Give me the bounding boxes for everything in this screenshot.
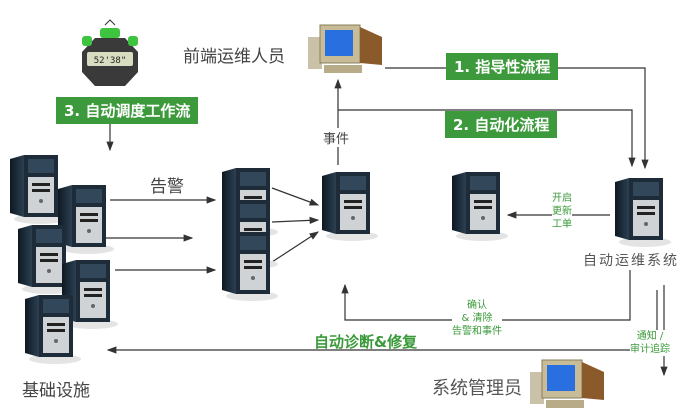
arrow-to-center-1 bbox=[271, 187, 320, 206]
guided-flow-badge: 1. 指导性流程 bbox=[446, 53, 559, 80]
note-line: & 清除 bbox=[461, 313, 493, 324]
arrow-automated-flow bbox=[338, 109, 636, 168]
server-icon bbox=[222, 232, 278, 301]
computer-icon bbox=[308, 24, 382, 73]
arrow-to-center-3 bbox=[271, 231, 320, 263]
event-label: 事件 bbox=[323, 128, 350, 147]
notify-audit-note: 通知 / 审计追踪 bbox=[630, 330, 670, 356]
server-icon bbox=[25, 295, 81, 364]
alert-label: 告警 bbox=[150, 177, 184, 197]
computer-icon bbox=[530, 359, 604, 408]
sys-admin-label: 系统管理员 bbox=[432, 378, 522, 399]
arrow-to-center-2 bbox=[271, 216, 320, 224]
server-icon bbox=[58, 185, 114, 254]
server-icon bbox=[62, 260, 118, 329]
note-line: 工单 bbox=[552, 219, 572, 230]
auto-ops-system-label: 自动运维系统 bbox=[583, 253, 679, 269]
open-ticket-note: 开启 更新 工单 bbox=[552, 192, 572, 231]
infrastructure-label: 基础设施 bbox=[22, 381, 90, 401]
server-icon bbox=[18, 225, 74, 294]
note-line: 确认 bbox=[467, 300, 487, 311]
diagnose-repair-note: 自动诊断&修复 bbox=[310, 335, 422, 350]
note-line: 告警和事件 bbox=[452, 326, 502, 337]
server-icon bbox=[322, 172, 378, 241]
note-line: 通知 / bbox=[636, 331, 664, 342]
server-icon bbox=[10, 155, 66, 224]
server-icon bbox=[452, 172, 508, 241]
note-line: 更新 bbox=[552, 206, 572, 217]
stopwatch-icon: 52'38" bbox=[82, 19, 138, 86]
server-icon bbox=[615, 178, 671, 247]
note-line: 审计追踪 bbox=[630, 344, 670, 355]
frontend-ops-label: 前端运维人员 bbox=[183, 47, 285, 67]
scheduling-workflow-badge: 3. 自动调度工作流 bbox=[56, 97, 199, 124]
confirm-clear-note: 确认 & 清除 告警和事件 bbox=[452, 299, 502, 338]
note-line: 开启 bbox=[552, 193, 572, 204]
automated-flow-badge: 2. 自动化流程 bbox=[445, 111, 558, 138]
svg-text:52'38": 52'38" bbox=[94, 56, 127, 66]
